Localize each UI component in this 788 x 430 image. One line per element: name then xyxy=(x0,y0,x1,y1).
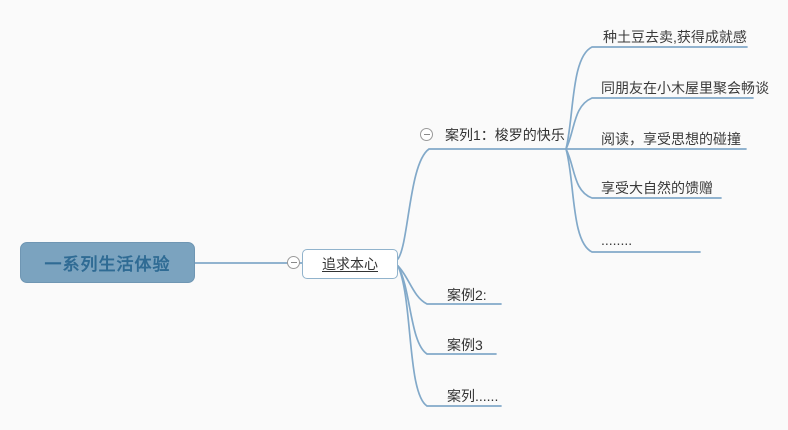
branch1-child4-topic[interactable]: 享受大自然的馈赠 xyxy=(601,180,713,196)
branch1-topic[interactable]: 案列1：梭罗的快乐 xyxy=(445,127,565,143)
branch2-topic[interactable]: 案例2: xyxy=(447,287,487,303)
collapse-icon-branch1[interactable] xyxy=(420,128,433,141)
collapse-icon-main[interactable] xyxy=(287,256,300,269)
link-main-to-branch1 xyxy=(397,148,567,260)
branch1-child5-topic[interactable]: ........ xyxy=(601,232,633,248)
branch1-child2-topic[interactable]: 同朋友在小木屋里聚会畅谈 xyxy=(601,80,769,96)
main-topic-label: 追求本心 xyxy=(322,256,378,272)
minus-icon xyxy=(290,261,297,264)
root-topic-label: 一系列生活体验 xyxy=(44,255,171,274)
branch3-topic[interactable]: 案例3 xyxy=(447,337,483,353)
branch4-topic[interactable]: 案列...... xyxy=(447,388,499,404)
main-topic[interactable]: 追求本心 xyxy=(302,249,398,279)
minus-icon xyxy=(423,133,430,136)
link-branch1-to-child5 xyxy=(565,148,701,253)
branch1-child3-topic[interactable]: 阅读，享受思想的碰撞 xyxy=(601,131,741,147)
branch1-child1-topic[interactable]: 种土豆去卖,获得成就感 xyxy=(603,29,747,45)
root-topic[interactable]: 一系列生活体验 xyxy=(20,242,195,283)
